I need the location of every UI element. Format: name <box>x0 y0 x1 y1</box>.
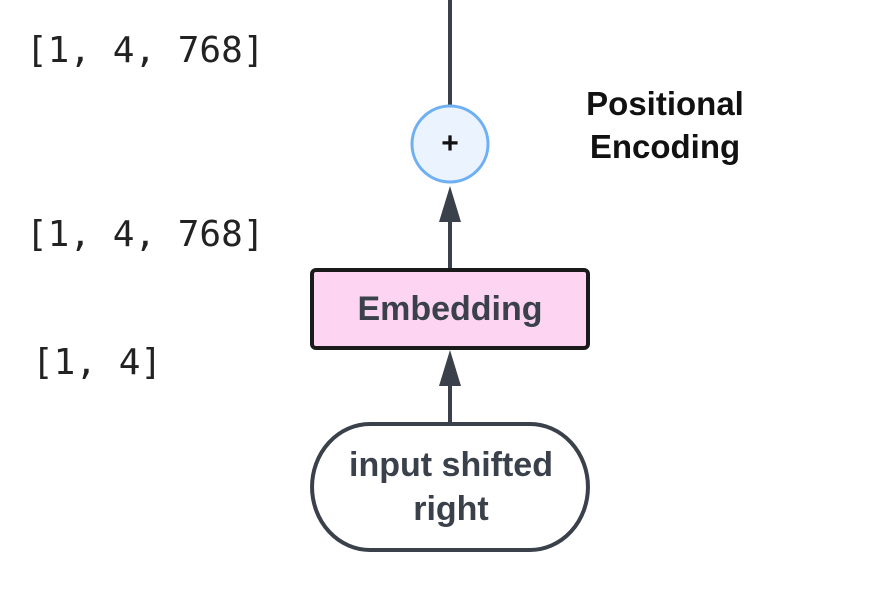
add-node[interactable] <box>410 104 490 184</box>
shape-annotation-after-add: [1, 4, 768] <box>26 30 265 71</box>
shape-annotation-input: [1, 4] <box>32 342 163 383</box>
positional-encoding-label: Positional Encoding <box>586 85 744 165</box>
arrowhead-up-icon <box>439 350 461 386</box>
input-node[interactable] <box>310 422 590 552</box>
arrowhead-up-icon <box>439 186 461 222</box>
shape-annotation-after-embedding: [1, 4, 768] <box>26 214 265 255</box>
embedding-node[interactable] <box>310 268 590 350</box>
